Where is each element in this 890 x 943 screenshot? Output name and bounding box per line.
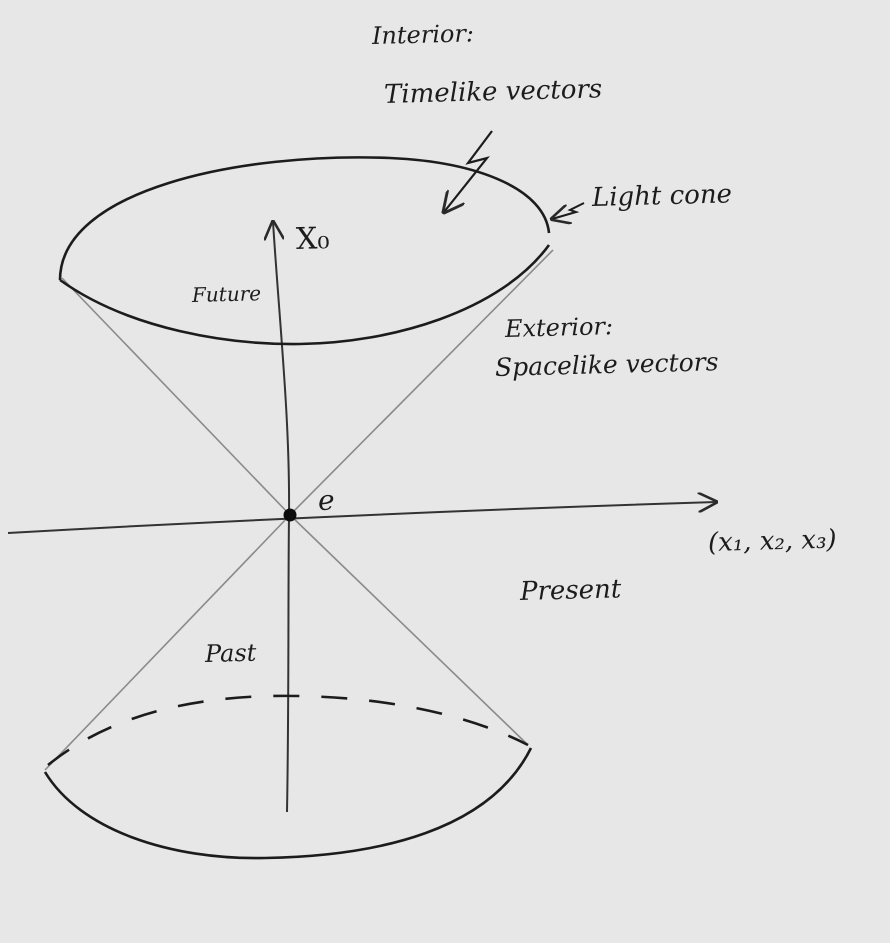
future-label: Future — [191, 281, 262, 307]
future-cone-top-front — [59, 244, 551, 346]
cone-line-lower-right — [289, 514, 529, 746]
space-axis-label: (x₁, x₂, x₃) — [707, 524, 837, 558]
present-label: Present — [519, 574, 622, 607]
cone-line-upper-left — [61, 277, 291, 516]
cone-line-lower-left — [44, 514, 291, 771]
time-axis-label: X₀ — [295, 221, 330, 257]
past-cone-bottom-front — [43, 747, 533, 860]
exterior-label: Exterior: — [504, 312, 614, 343]
light-cone-pointer — [552, 202, 585, 219]
cone-line-upper-right — [289, 249, 554, 516]
event-label: e — [317, 483, 336, 517]
event-point — [283, 508, 297, 522]
spacelike-vectors-label: Spacelike vectors — [494, 347, 719, 382]
timelike-vectors-label: Timelike vectors — [383, 74, 603, 110]
light-cone-label: Light cone — [591, 179, 733, 213]
past-cone-bottom-back-dashed — [47, 694, 529, 767]
timelike-pointer — [444, 130, 493, 212]
space-axis — [7, 502, 716, 534]
interior-label: Interior: — [371, 19, 475, 50]
future-cone-top-back — [58, 156, 551, 281]
past-label: Past — [204, 638, 257, 668]
